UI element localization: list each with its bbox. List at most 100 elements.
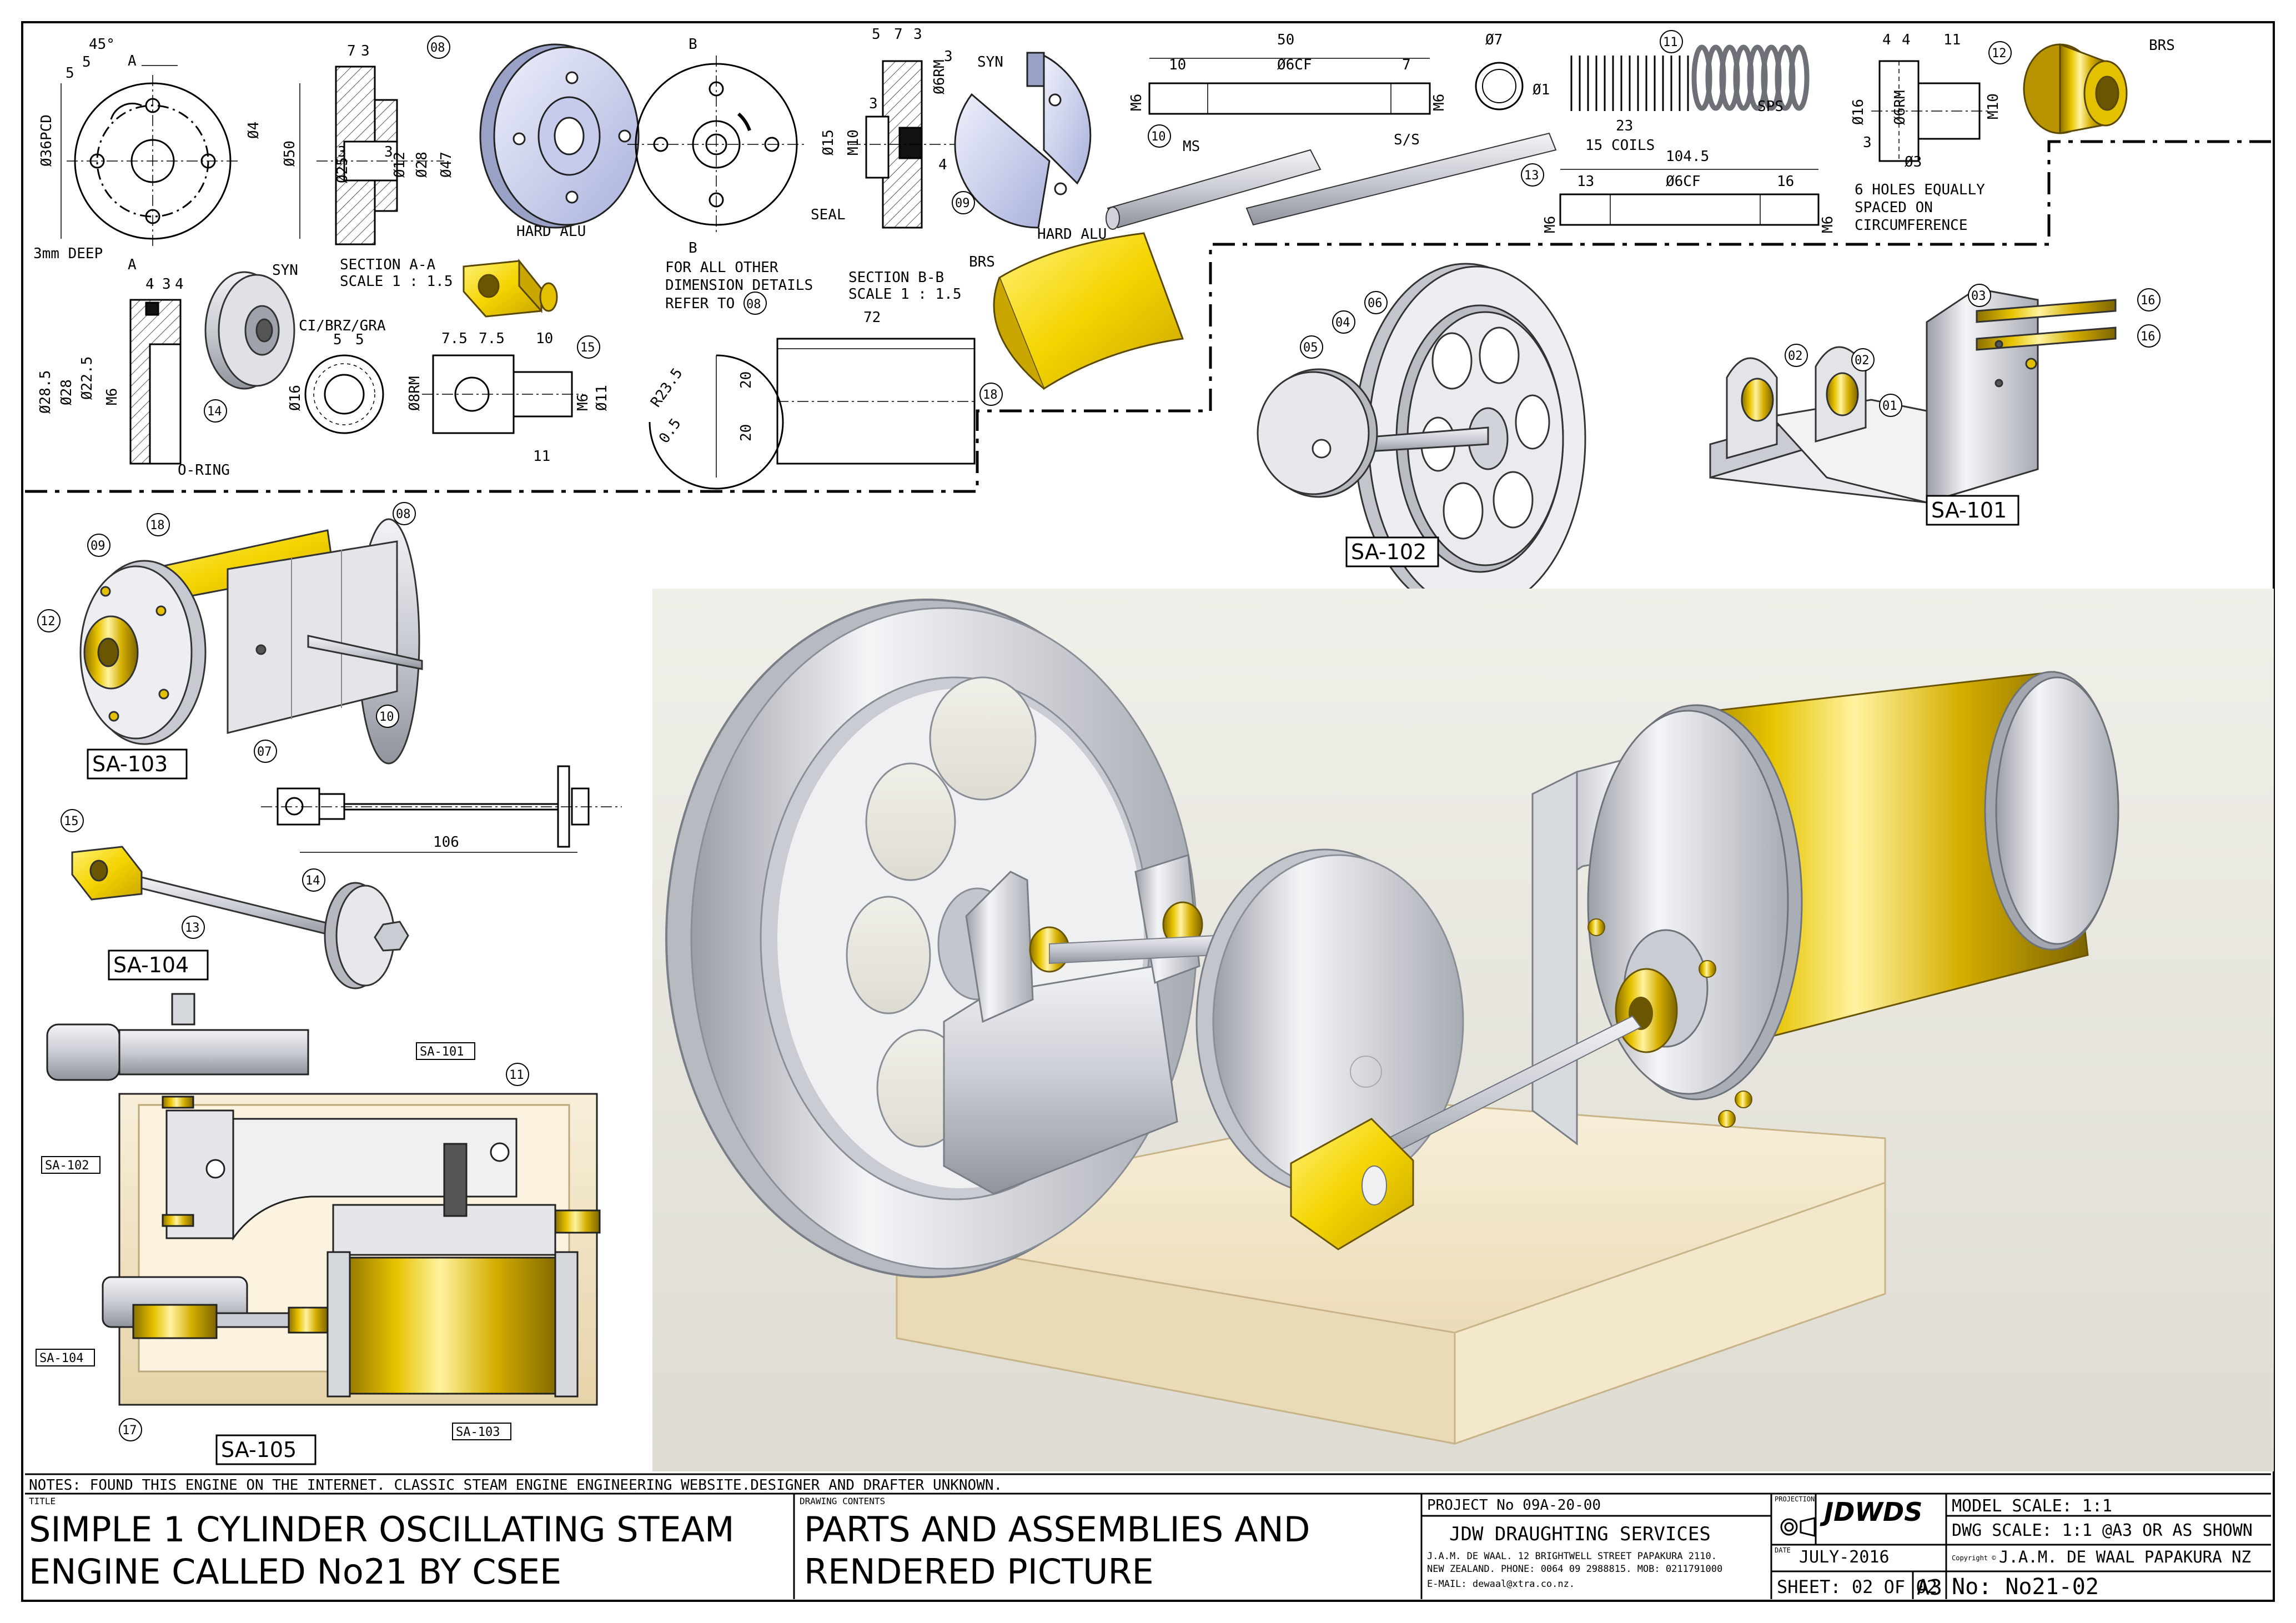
p15-d11a: Ø11	[594, 385, 610, 411]
sa101-balloon-16a: 16	[2141, 294, 2156, 308]
p14-syn: SYN	[272, 262, 298, 279]
part-09-3d	[954, 52, 1092, 229]
p08-section-label: SECTION A-A	[340, 257, 436, 273]
p09-d15: Ø15	[820, 129, 837, 155]
part-08-section	[316, 66, 444, 245]
p13-d16: 16	[1777, 173, 1794, 190]
p08-d7: 7	[347, 43, 356, 59]
p10-d7: 7	[1402, 57, 1411, 73]
contents-line-2: RENDERED PICTURE	[804, 1551, 1154, 1592]
p10-material: MS	[1183, 138, 1200, 155]
p14-d3: 3	[162, 276, 171, 293]
p09-scale: SCALE 1 : 1.5	[848, 286, 962, 303]
p11-balloon: 11	[1663, 36, 1678, 49]
sa-104-render	[71, 846, 409, 989]
p12-d4a: 4	[1882, 32, 1891, 48]
p09-d3c: 3	[869, 96, 878, 112]
p09-material: HARD ALU	[1037, 226, 1107, 243]
p08-d47: Ø47	[438, 152, 455, 178]
p10-m6-left: M6	[1128, 94, 1145, 111]
p09-d3: 3	[913, 26, 922, 43]
p07-pcd: Ø36PCD	[38, 114, 55, 167]
sa102-balloon-06: 06	[1368, 297, 1383, 310]
p11-d7: Ø7	[1485, 32, 1503, 48]
contents-line-1: PARTS AND ASSEMBLIES AND	[804, 1509, 1310, 1550]
p18-d72: 72	[863, 309, 881, 326]
p09-balloon: 09	[955, 197, 970, 210]
p11-material: SPS	[1757, 98, 1783, 115]
p07-dia4: Ø4	[245, 122, 262, 139]
paper-size: A3	[1917, 1575, 1942, 1600]
p09-seal: SEAL	[811, 207, 846, 223]
p18-d20b: 20	[738, 424, 755, 441]
date-value: JULY-2016	[1799, 1547, 1890, 1567]
p12-holes-note-1: 6 HOLES EQUALLY	[1855, 182, 1985, 198]
p09-d6rm: Ø6RM	[931, 59, 948, 94]
sheet-number: SHEET: 02 OF 02	[1777, 1576, 1937, 1597]
sa105-tag-sa102: SA-102	[45, 1159, 89, 1173]
sa101-balloon-16b: 16	[2141, 330, 2156, 344]
p12-m10: M10	[1985, 93, 2002, 119]
company-address-2: NEW ZEALAND. PHONE: 0064 09 2988815. MOB…	[1427, 1564, 1723, 1575]
p14-oring: O-RING	[178, 462, 230, 479]
sa103-balloon-12: 12	[41, 615, 56, 629]
p12-d3: 3	[1863, 134, 1872, 151]
p08-d3b: 3	[338, 144, 346, 160]
sa-101-label: SA-101	[1931, 498, 2007, 522]
p15-balloon: 15	[580, 341, 595, 355]
p11-d23: 23	[1616, 118, 1633, 134]
p14-d4b: 4	[175, 276, 184, 293]
part-14-3d	[204, 271, 295, 390]
p07-sec-a-top: A	[128, 53, 137, 69]
p14-d225: Ø22.5	[79, 356, 96, 400]
projection-label: PROJECTION	[1775, 1495, 1815, 1503]
p12-d16: Ø16	[1850, 99, 1867, 125]
p15-m6: M6	[575, 394, 591, 411]
part-12-3d	[2023, 43, 2128, 134]
p11-coils: 15 COILS	[1585, 137, 1655, 154]
p08-d12: Ø12	[391, 152, 408, 178]
p12-material: BRS	[2149, 37, 2175, 54]
jdwds-logo: JDWDS	[1824, 1497, 1923, 1527]
p14-d4a: 4	[145, 276, 154, 293]
p09-sec-top: B	[689, 36, 697, 53]
p09-syn: SYN	[977, 54, 1003, 71]
sa-102-label: SA-102	[1351, 540, 1426, 564]
p07-sec-a-bottom: A	[128, 257, 137, 273]
p09-note-2: DIMENSION DETAILS	[665, 277, 813, 294]
project-number: PROJECT No 09A-20-00	[1427, 1497, 1601, 1514]
sa-104-label: SA-104	[113, 953, 189, 977]
sa-104-drawing	[261, 765, 622, 853]
p09-ref-balloon: 08	[746, 298, 761, 311]
sa-101-render	[1709, 288, 2117, 504]
p09-d4: 4	[938, 157, 947, 173]
company-name: JDW DRAUGHTING SERVICES	[1449, 1523, 1711, 1545]
p08-d28: Ø28	[414, 152, 430, 178]
p15-d5a: 5	[333, 331, 342, 348]
part-12-drawing	[1871, 60, 1988, 162]
part-09-section	[850, 60, 955, 229]
p14-d285: Ø28.5	[37, 370, 54, 414]
title-line-1: SIMPLE 1 CYLINDER OSCILLATING STEAM	[29, 1509, 735, 1550]
p12-balloon: 12	[1992, 47, 2007, 61]
sa103-balloon-09: 09	[91, 539, 105, 553]
model-scale: MODEL SCALE: 1:1	[1952, 1496, 2112, 1516]
title-line-2: ENGINE CALLED No21 BY CSEE	[29, 1551, 562, 1592]
p13-m6-left: M6	[1542, 216, 1559, 233]
p10-len: 50	[1277, 32, 1294, 48]
sa103-balloon-08: 08	[396, 507, 411, 521]
p15-d75a: 7.5	[441, 330, 468, 347]
sa102-balloon-04: 04	[1335, 316, 1350, 330]
p07-dia50: Ø50	[282, 140, 298, 167]
rendered-picture	[652, 589, 2274, 1471]
sa-105-label: SA-105	[221, 1438, 297, 1462]
date-label: DATE	[1775, 1546, 1791, 1554]
p09-note-3: REFER TO	[665, 295, 735, 312]
part-08-3d	[479, 43, 640, 229]
p08-d3c: 3	[384, 144, 393, 160]
sa-103-label: SA-103	[92, 752, 168, 776]
sa104-balloon-15: 15	[64, 815, 79, 828]
p15-d11b: 11	[533, 448, 550, 465]
